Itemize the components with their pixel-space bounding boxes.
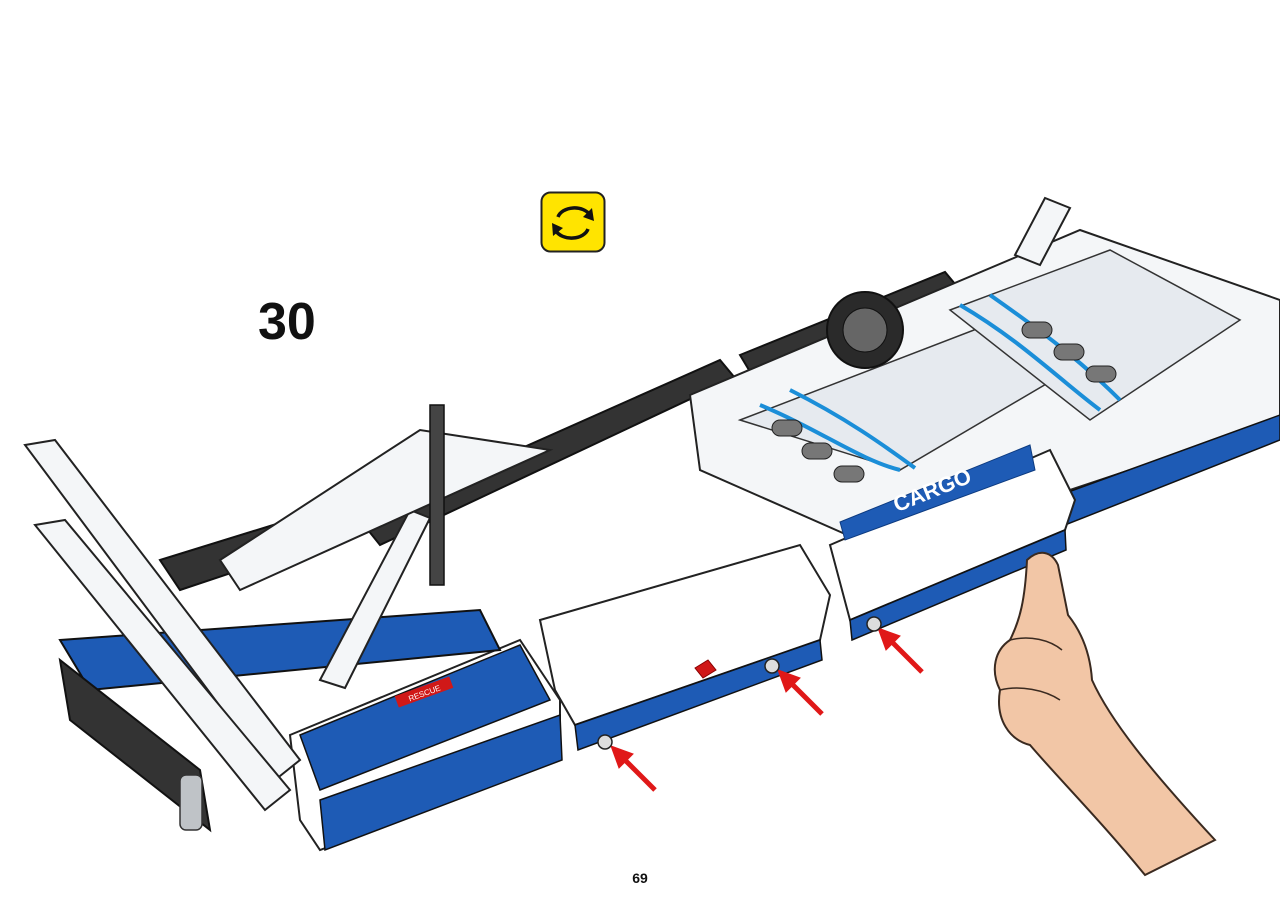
front-chassis: RESCUE (23, 404, 563, 852)
fairing-section: CARGO (538, 444, 1077, 752)
pointer-arrows (610, 627, 924, 792)
cargo-deck (688, 196, 1280, 547)
page-number: 69 (632, 870, 648, 886)
rotate-model-icon (540, 191, 606, 253)
step-number: 30 (258, 293, 316, 351)
target-pins (597, 616, 882, 750)
